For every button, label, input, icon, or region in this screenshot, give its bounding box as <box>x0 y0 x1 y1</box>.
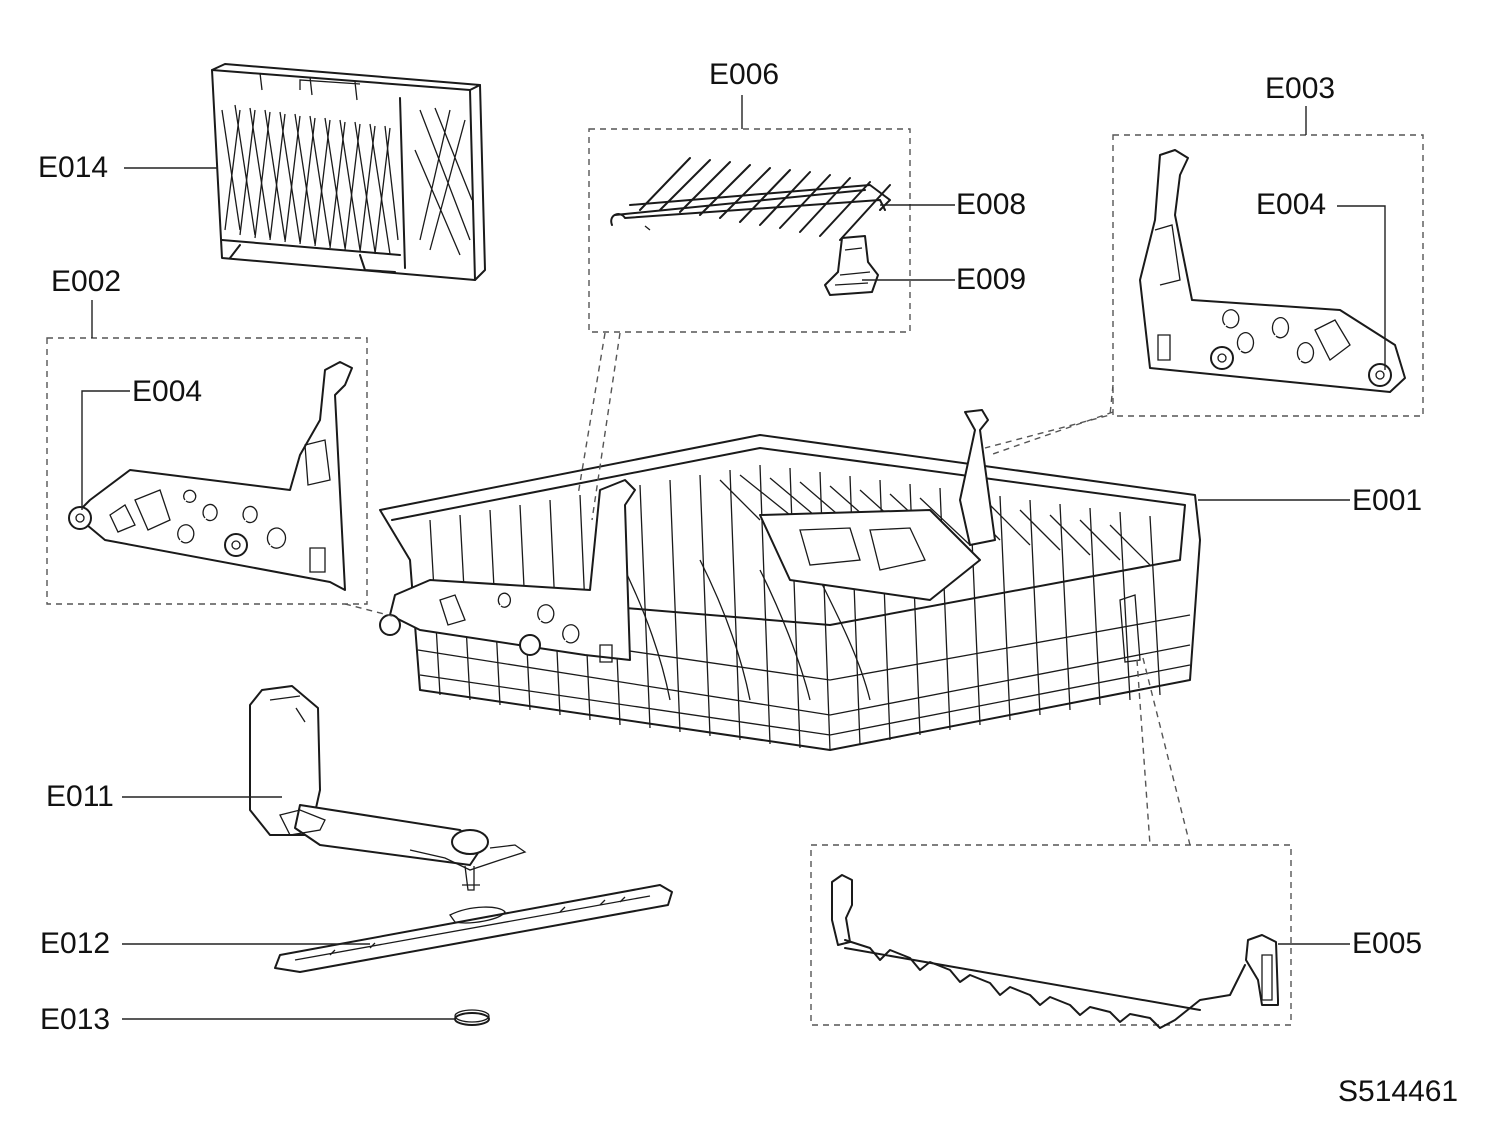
rack-clip-part <box>824 235 879 296</box>
label-e004-left: E004 <box>132 375 203 408</box>
label-e003: E003 <box>1265 72 1336 105</box>
leader-lines <box>81 95 1386 1020</box>
label-e011: E011 <box>46 780 114 813</box>
e006-connector <box>577 332 621 521</box>
e005-connector <box>1136 657 1191 846</box>
label-e004-right: E004 <box>1256 188 1327 221</box>
cutlery-basket-part <box>211 63 486 281</box>
e002-group-box <box>46 337 368 605</box>
label-e014: E014 <box>38 151 109 184</box>
label-e001: E001 <box>1352 484 1423 517</box>
label-e013: E013 <box>40 1003 111 1036</box>
spray-arm-part <box>274 884 673 973</box>
left-rack-bracket-part <box>68 361 353 591</box>
label-e009: E009 <box>956 263 1027 296</box>
right-rack-bracket-part <box>1139 149 1406 393</box>
tine-rail-part <box>831 874 1279 1029</box>
label-e002: E002 <box>51 265 122 298</box>
label-e005: E005 <box>1352 927 1423 960</box>
e003-connector <box>984 384 1114 456</box>
label-e008: E008 <box>956 188 1027 221</box>
spray-arm-feed-part <box>249 685 527 891</box>
label-e012: E012 <box>40 927 111 960</box>
e006-group-box <box>588 128 911 333</box>
upper-basket-part <box>379 409 1201 751</box>
label-e006: E006 <box>709 58 780 91</box>
e002-connector <box>344 603 393 617</box>
e003-group-box <box>1112 134 1424 417</box>
nut-part <box>454 1009 490 1026</box>
drawing-number: S514461 <box>1338 1075 1459 1108</box>
cup-rack-part <box>610 157 891 247</box>
